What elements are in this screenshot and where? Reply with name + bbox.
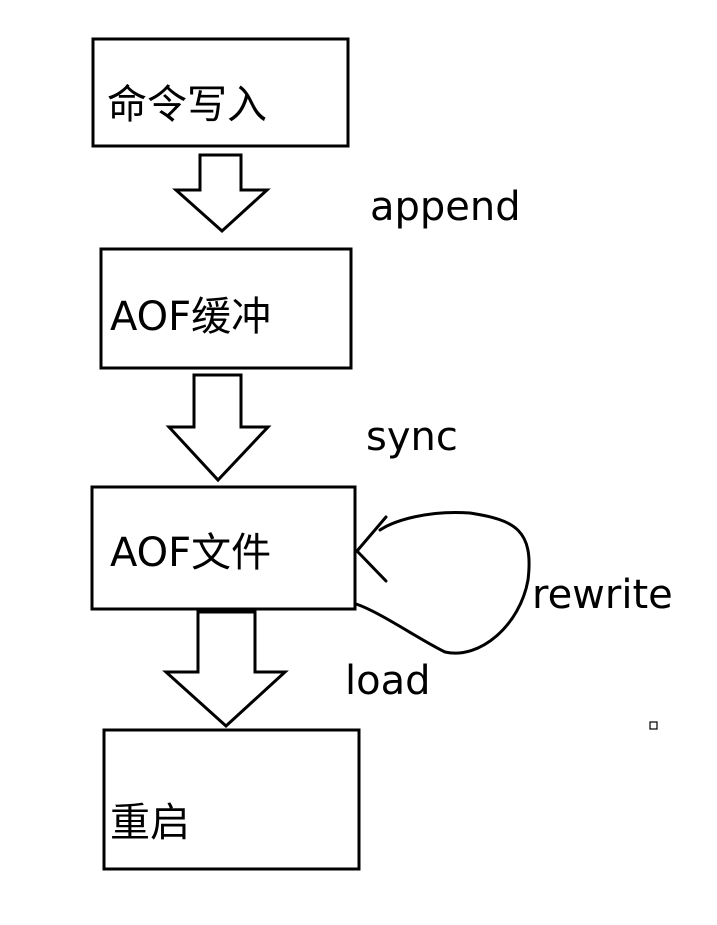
node-restart: 重启 bbox=[102, 728, 361, 871]
edge-label-append: append bbox=[370, 184, 521, 230]
node-label: AOF文件 bbox=[110, 530, 271, 576]
arrow-load bbox=[162, 610, 289, 729]
node-label: AOF缓冲 bbox=[110, 294, 271, 340]
edge-label-rewrite: rewrite bbox=[532, 572, 673, 618]
loop-rewrite-curve bbox=[354, 510, 531, 655]
node-aof-buffer: AOF缓冲 bbox=[99, 247, 353, 370]
node-box bbox=[102, 728, 361, 871]
node-aof-file: AOF文件 bbox=[90, 485, 357, 611]
node-label: 重启 bbox=[110, 800, 190, 846]
node-command-write: 命令写入 bbox=[91, 37, 350, 148]
edge-label-sync: sync bbox=[366, 414, 458, 460]
arrow-append bbox=[172, 153, 271, 234]
stray-square-mark bbox=[649, 721, 658, 730]
arrow-sync bbox=[165, 373, 272, 483]
node-box bbox=[90, 485, 357, 611]
node-box bbox=[91, 37, 350, 148]
node-label: 命令写入 bbox=[107, 82, 267, 128]
node-box bbox=[99, 247, 353, 370]
edge-label-load: load bbox=[345, 658, 431, 704]
loop-rewrite-arrowhead bbox=[355, 515, 388, 583]
